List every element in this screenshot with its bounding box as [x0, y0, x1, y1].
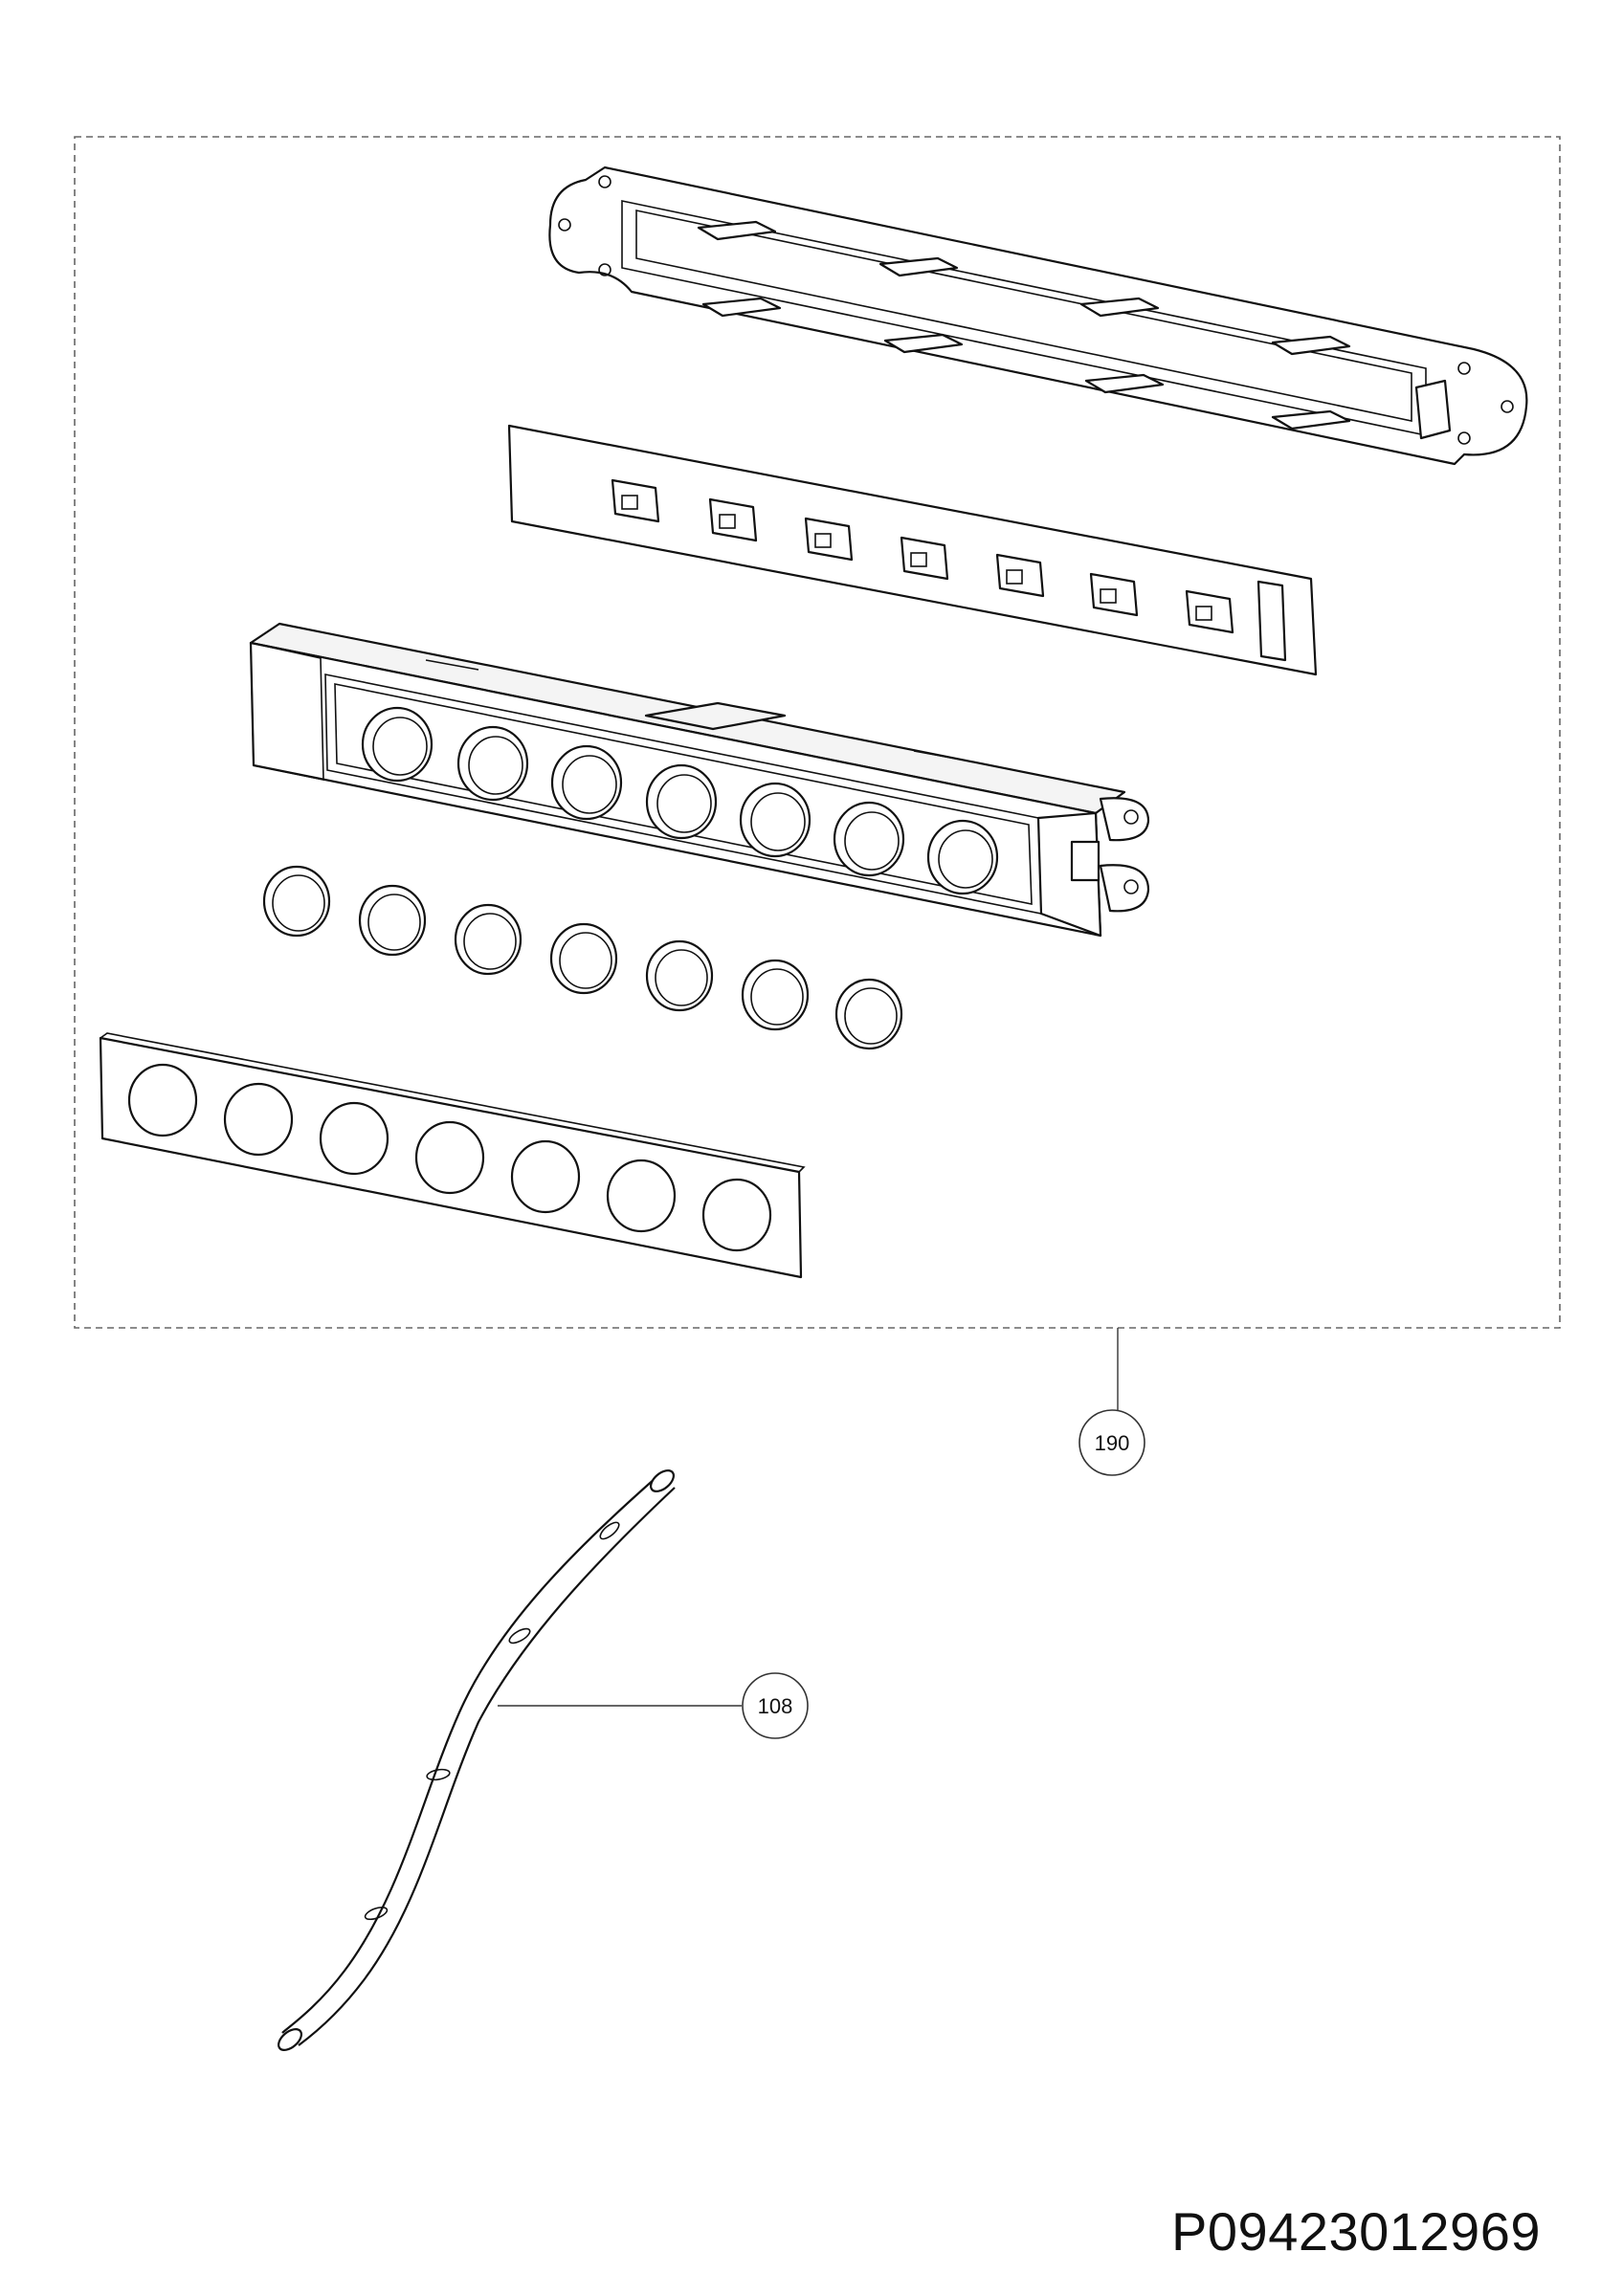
switch	[995, 553, 1045, 598]
knob-caps	[262, 865, 903, 1050]
housing-hole	[833, 801, 905, 877]
knob-cap	[645, 939, 714, 1012]
knob-housing	[249, 622, 1150, 938]
knob-cap	[262, 865, 331, 938]
switch-circuit-board	[507, 424, 1318, 676]
callout-label: 190	[1095, 1431, 1130, 1455]
housing-hole	[550, 744, 623, 821]
switch	[1185, 589, 1234, 634]
knob-cap	[454, 903, 522, 976]
knob-cap	[741, 959, 810, 1031]
callout-hose: 108	[498, 1672, 809, 1739]
switch	[611, 478, 660, 523]
housing-hole	[645, 763, 718, 840]
assembly-frame	[74, 136, 1561, 1329]
switch	[804, 517, 854, 562]
callout-label: 108	[758, 1694, 793, 1718]
top-bracket	[548, 166, 1528, 466]
document-code: P09423012969	[1171, 2201, 1541, 2262]
housing-hole	[926, 819, 999, 895]
housing-hole	[739, 782, 812, 858]
knob-cap	[358, 884, 427, 957]
switch	[1089, 572, 1139, 617]
front-panel	[99, 1032, 806, 1279]
switch	[900, 536, 949, 581]
hose	[278, 1469, 676, 2051]
housing-hole	[456, 725, 529, 802]
callout-assembly: 190	[1078, 1328, 1145, 1476]
switch	[708, 497, 758, 542]
housing-hole	[361, 706, 434, 783]
knob-cap	[834, 978, 903, 1050]
knob-cap	[549, 922, 618, 995]
